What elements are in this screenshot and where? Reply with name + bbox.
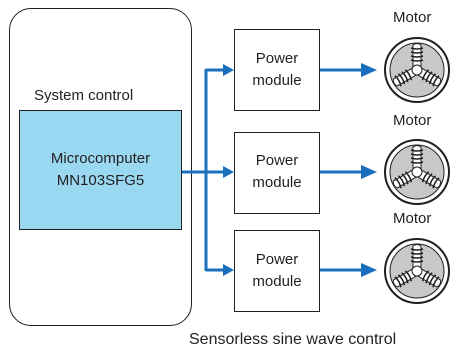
motor-label-1: Motor bbox=[393, 9, 432, 26]
microcomputer-box bbox=[19, 110, 182, 230]
microcomputer-label: Microcomputer MN103SFG5 bbox=[19, 148, 182, 192]
motor-label-2: Motor bbox=[393, 112, 432, 129]
power-module-3-line2: module bbox=[252, 273, 302, 290]
arrowhead-motor2 bbox=[361, 165, 377, 179]
arrowhead-pm3 bbox=[223, 264, 234, 276]
motor-label-3: Motor bbox=[393, 210, 432, 227]
power-module-box-3 bbox=[234, 230, 320, 312]
motor-icon bbox=[384, 238, 450, 304]
power-module-box-2 bbox=[234, 132, 320, 214]
power-module-2-line1: Power bbox=[255, 152, 299, 169]
power-module-2-line2: module bbox=[252, 174, 302, 191]
microcomputer-name: Microcomputer bbox=[50, 150, 151, 167]
motor-icon bbox=[384, 139, 450, 205]
power-module-1-line1: Power bbox=[255, 50, 299, 67]
arrowhead-pm2 bbox=[223, 166, 234, 178]
power-module-1-line2: module bbox=[252, 72, 302, 89]
power-module-label-3: Power module bbox=[234, 249, 320, 293]
system-control-label: System control bbox=[34, 87, 134, 104]
motor-icon bbox=[384, 37, 450, 103]
microcomputer-model: MN103SFG5 bbox=[56, 172, 145, 189]
arrowhead-pm1 bbox=[223, 64, 234, 76]
power-module-label-2: Power module bbox=[234, 150, 320, 194]
arrowhead-motor3 bbox=[361, 263, 377, 277]
diagram-caption: Sensorless sine wave control bbox=[189, 331, 397, 348]
power-module-box-1 bbox=[234, 29, 320, 111]
power-module-label-1: Power module bbox=[234, 48, 320, 92]
power-module-3-line1: Power bbox=[255, 251, 299, 268]
arrowhead-motor1 bbox=[361, 63, 377, 77]
